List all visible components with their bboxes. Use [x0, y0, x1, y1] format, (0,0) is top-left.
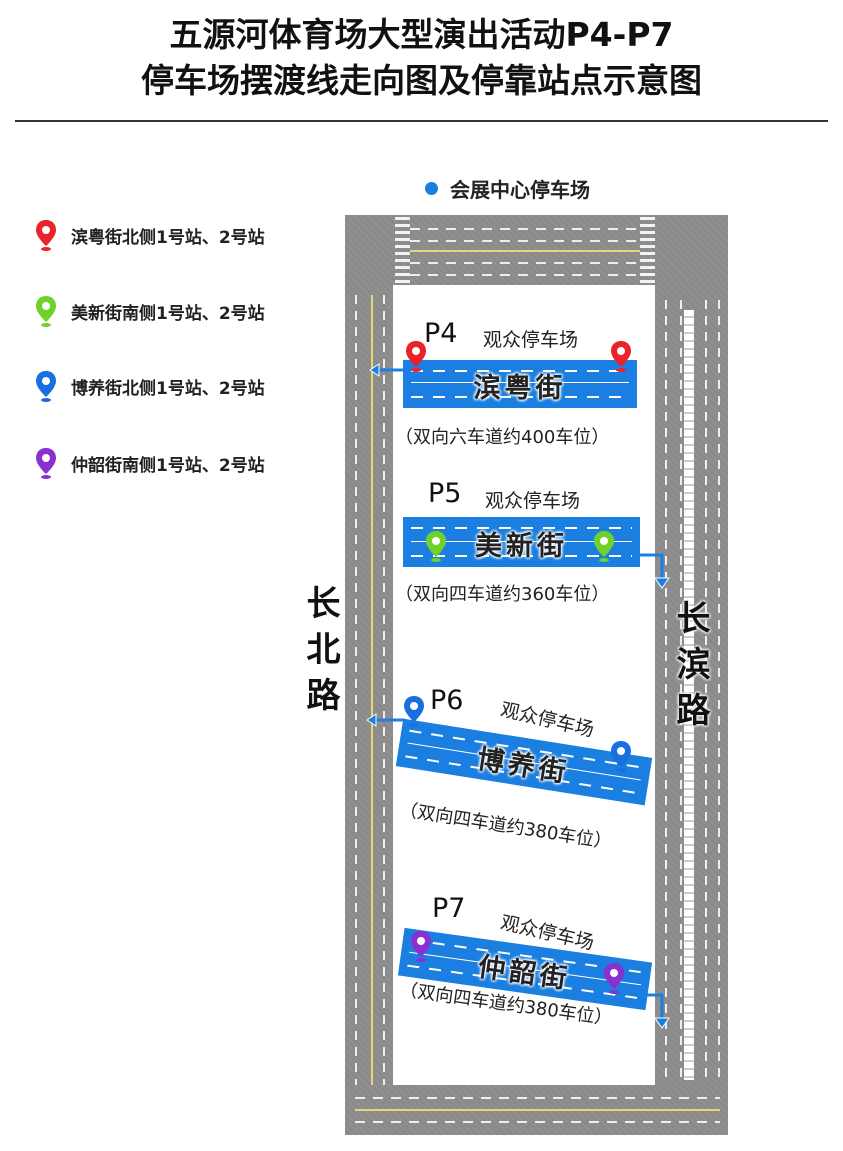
road-name-left-text: 长北路: [300, 585, 340, 723]
map-pin-icon: [404, 696, 424, 727]
lot-capacity-p6: （双向四车道约380车位）: [398, 799, 614, 854]
map-pin-icon: [604, 963, 624, 994]
lot-label-p7: P7: [432, 893, 466, 924]
arrow-down-icon: [640, 993, 670, 1029]
lot-capacity-p4: （双向六车道约400车位）: [395, 427, 610, 448]
map-pin-icon: [36, 371, 56, 402]
map-pin-icon: [611, 341, 631, 372]
map-pin-icon: [611, 741, 631, 772]
left-road: [345, 215, 393, 1135]
arrow-left-icon: [366, 713, 405, 727]
road-name-right-text: 长滨路: [670, 600, 710, 738]
lot-label-p6: P6: [430, 685, 464, 716]
top-legend: 会展中心停车场: [425, 174, 590, 203]
map-pin-icon: [594, 531, 614, 562]
lot-label-p4: P4: [424, 318, 458, 349]
street-name: 美新街: [475, 531, 568, 562]
divider: [15, 120, 828, 122]
lot-type-p5: 观众停车场: [485, 490, 581, 512]
lot-label-p5: P5: [428, 478, 462, 509]
top-legend-label: 会展中心停车场: [450, 178, 590, 202]
legend-label: 仲韶街南侧1号站、2号站: [71, 455, 265, 476]
title-line-2: 停车场摆渡线走向图及停靠站点示意图: [141, 61, 702, 100]
title-line-1: 五源河体育场大型演出活动P4-P7: [169, 15, 674, 54]
map-pin-icon: [426, 531, 446, 562]
legend-item-p6: 博养街北侧1号站、2号站: [35, 371, 265, 402]
arrow-left-icon: [369, 363, 404, 377]
map-pin-icon: [36, 296, 56, 327]
street-p4: 滨粤街: [403, 360, 637, 408]
legend-item-p7: 仲韶街南侧1号站、2号站: [35, 448, 265, 479]
street-name: 滨粤街: [473, 373, 567, 404]
road-name-left: 长北路: [297, 585, 340, 735]
legend-label: 美新街南侧1号站、2号站: [71, 303, 265, 324]
lot-type-p4: 观众停车场: [483, 329, 579, 351]
legend-item-p5: 美新街南侧1号站、2号站: [35, 296, 265, 327]
road-name-right: 长滨路: [667, 600, 710, 750]
lot-capacity-p5: （双向四车道约360车位）: [395, 584, 610, 605]
blue-dot-icon: [425, 182, 438, 195]
legend-item-p4: 滨粤街北侧1号站、2号站: [35, 220, 265, 251]
map-pin-icon: [36, 448, 56, 479]
map-pin-icon: [406, 341, 426, 372]
legend-label: 博养街北侧1号站、2号站: [71, 378, 265, 399]
arrow-down-icon: [640, 553, 670, 589]
legend-label: 滨粤街北侧1号站、2号站: [71, 227, 265, 248]
map-pin-icon: [36, 220, 56, 251]
map-pin-icon: [411, 931, 431, 962]
